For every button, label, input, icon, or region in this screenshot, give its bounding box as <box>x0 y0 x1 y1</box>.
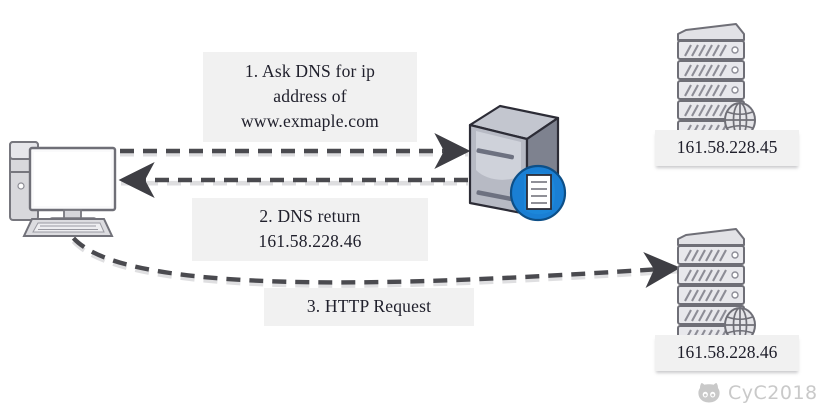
ip-label-top: 161.58.228.45 <box>655 130 799 166</box>
ip-label-bottom: 161.58.228.46 <box>655 335 799 371</box>
step2-label: 2. DNS return 161.58.228.46 <box>192 198 428 261</box>
step3-label: 3. HTTP Request <box>264 288 474 326</box>
watermark: CyC2018 <box>697 382 818 404</box>
globe-icon <box>724 102 756 138</box>
globe-document-badge-icon <box>509 164 567 222</box>
globe-icon <box>724 307 756 343</box>
arrow-step3-client-to-webserver <box>60 217 681 289</box>
watermark-text: CyC2018 <box>728 382 818 404</box>
step1-label: 1. Ask DNS for ip address of www.exmaple… <box>203 52 417 142</box>
octocat-icon <box>698 383 720 403</box>
